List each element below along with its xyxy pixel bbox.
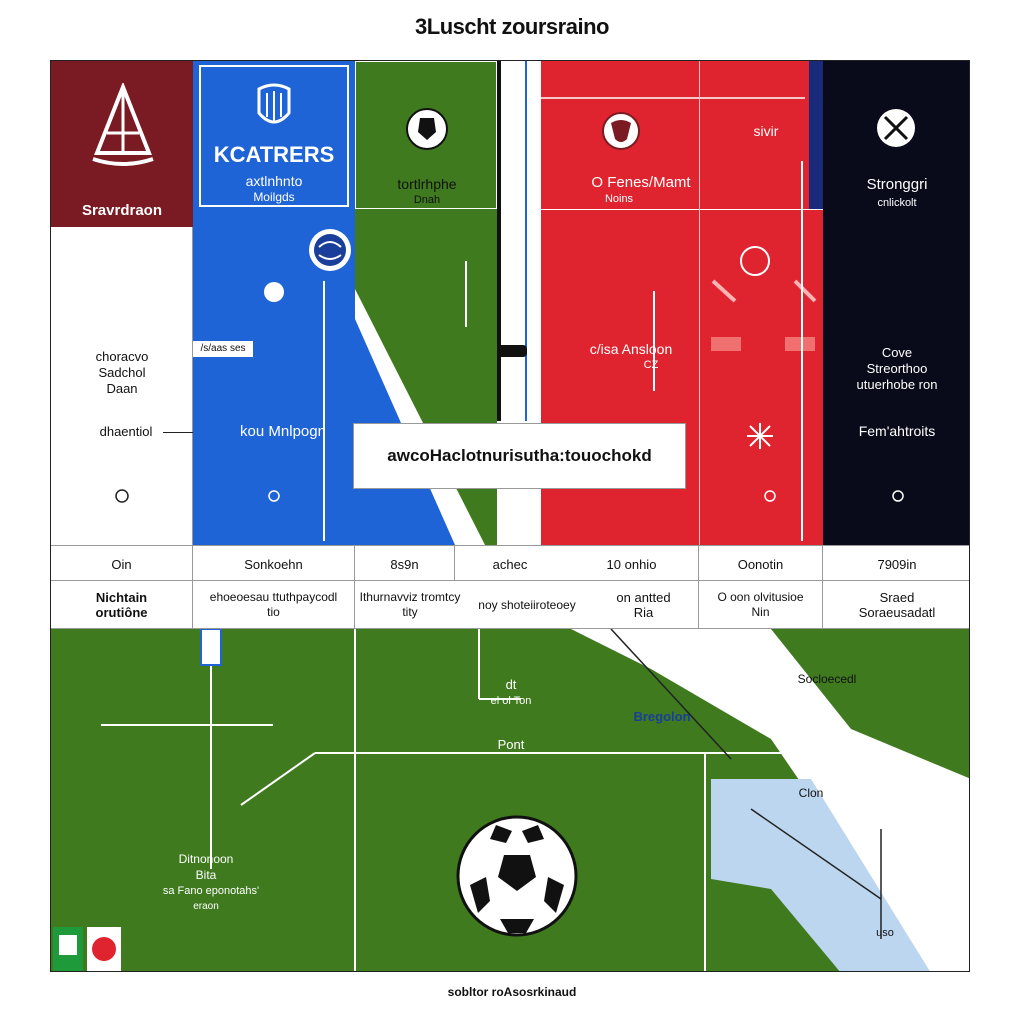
pitch-shapes xyxy=(101,629,969,971)
red-small-icon xyxy=(764,490,776,502)
pitch-lower-left-2: Bita xyxy=(195,868,217,882)
red-mid-label: c/isa Ansloon xyxy=(589,341,673,357)
blue-note: /s/aas ses xyxy=(193,341,253,357)
row1-cell: achec xyxy=(492,556,528,572)
black-panel-line2: cnlickolt xyxy=(877,197,917,209)
red-figures-icon xyxy=(711,246,817,351)
right-line-1: Cove xyxy=(881,345,913,360)
left-text-1: choracvo xyxy=(95,349,149,364)
blue-panel-sub2: Moilgds xyxy=(253,190,295,204)
info-row-1: Oin Sonkoehn 8s9n achec 10 onhio Oonotin… xyxy=(51,545,969,582)
soccer-ball-large-icon xyxy=(456,815,578,937)
blue-panel-title: KCATRERS xyxy=(213,142,335,167)
red-mid-sub: CZ xyxy=(643,359,659,371)
row1-cell: Oonotin xyxy=(699,546,823,582)
maroon-label: Sravrdraon xyxy=(81,202,163,219)
red-panel-line2: Noins xyxy=(604,193,634,205)
small-ball-icon xyxy=(264,282,284,302)
maroon-panel: Sravrdraon xyxy=(51,61,193,227)
bull-crest-icon xyxy=(602,112,640,150)
right-label: Fem'ahtroits xyxy=(858,423,936,439)
pitch: dt el ol Ton Pont Bregolon Socloecedl Cl… xyxy=(51,629,969,971)
row2-cell: noy shoteiiroteoey xyxy=(478,597,576,612)
blue-label: kou Mnlpogn xyxy=(240,423,326,440)
green-top-line2: Dnah xyxy=(413,194,441,206)
pitch-corner: Socloecedl xyxy=(797,672,857,686)
team-crest-icon xyxy=(257,83,291,124)
pitch-lower-left-3: sa Fano eponotahs' xyxy=(162,885,260,897)
row1-cell: 10 onhio xyxy=(565,546,699,582)
pitch-dt-label: dt xyxy=(505,677,517,692)
right-line-3: utuerhobe ron xyxy=(856,377,938,392)
pitch-mid-right: Clon xyxy=(798,786,824,800)
row1-cell: Sonkoehn xyxy=(193,546,355,582)
green-mid-panel xyxy=(355,209,497,545)
right-line-2: Streorthoo xyxy=(866,361,928,376)
left-text-3: Daan xyxy=(106,381,138,396)
pitch-lower-right: uso xyxy=(876,927,894,939)
blue-panel-sub1: axtlnhnto xyxy=(245,173,303,189)
black-small-icon xyxy=(892,490,904,502)
red-panel-label2: sivir xyxy=(753,123,779,139)
black-panel-line1: Stronggri xyxy=(866,176,928,193)
row1-cell: 8s9n xyxy=(355,546,455,582)
row1-cell: Oin xyxy=(51,546,193,582)
callout-box: awcoHaclotnurisutha:touochokd xyxy=(353,423,686,489)
small-badge-icon xyxy=(115,489,129,503)
crossed-crest-icon xyxy=(877,109,915,147)
globe-icon xyxy=(309,229,351,271)
black-panel: Stronggri cnlickolt Cove Streorthoo utue… xyxy=(823,61,969,545)
pitch-lower-left-1: Ditnonoon xyxy=(178,852,234,866)
green-top-line1: tortlrhphe xyxy=(397,176,457,192)
sailboat-icon xyxy=(92,83,154,166)
star-icon xyxy=(747,423,773,449)
pitch-brand: Bregolon xyxy=(633,709,691,724)
blue-small-icon xyxy=(268,490,280,502)
goal-post-stripe xyxy=(497,61,527,421)
diagram-board: Sravrdraon choracvo Sadchol Daan dhaenti… xyxy=(50,60,970,972)
pitch-lower-left-4: eraon xyxy=(193,901,219,912)
left-column: choracvo Sadchol Daan dhaentiol xyxy=(51,227,203,545)
red-panel-line1: O Fenes/Mamt xyxy=(591,174,691,191)
soccer-ball-icon xyxy=(406,108,448,150)
pitch-dt-sub2: Pont xyxy=(497,737,525,752)
left-text-4: dhaentiol xyxy=(99,424,153,439)
left-text-2: Sadchol xyxy=(98,365,146,380)
pitch-dt-sub: el ol Ton xyxy=(490,695,532,707)
blue-panel: KCATRERS axtlnhnto Moilgds /s/aas ses ko… xyxy=(193,61,355,545)
footer-caption: sobltor roAsosrkinaud xyxy=(447,985,577,999)
green-top-panel: tortlrhphe Dnah xyxy=(355,61,497,209)
row1-cell: 7909in xyxy=(877,556,917,572)
logo-badges-icon xyxy=(53,927,121,971)
page-title: 3Luscht zoursraino xyxy=(415,14,609,39)
